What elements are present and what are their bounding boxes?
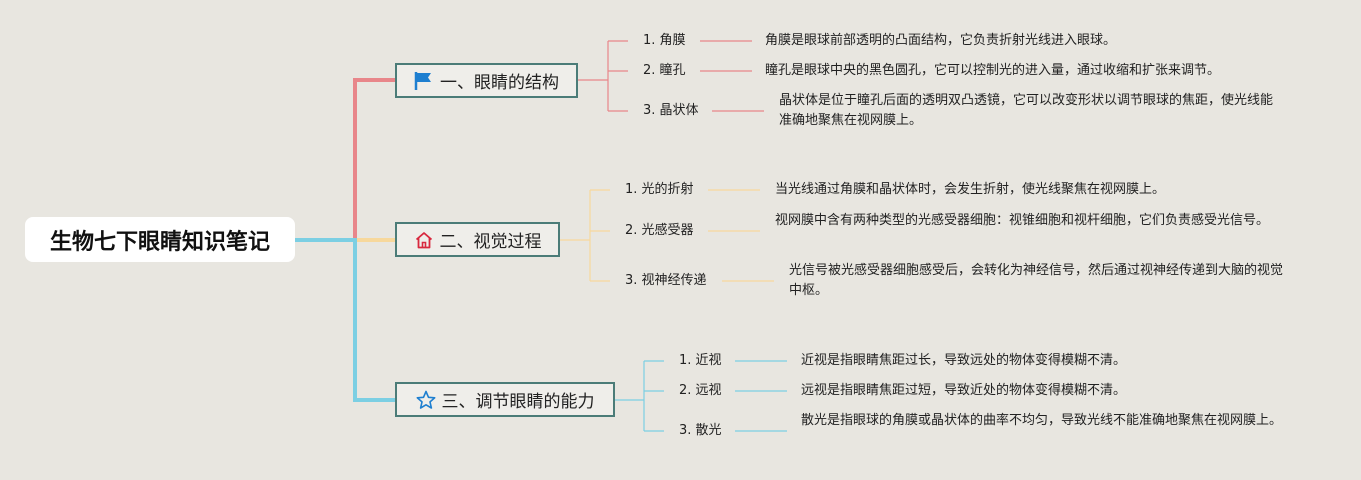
leaf-photoreceptor[interactable]: 2. 光感受器 xyxy=(625,223,694,238)
leaf-optic-nerve[interactable]: 3. 视神经传递 xyxy=(625,273,707,288)
leaf-myopia[interactable]: 1. 近视 xyxy=(679,353,722,368)
flag-icon xyxy=(414,71,434,91)
leaf-lens[interactable]: 3. 晶状体 xyxy=(643,103,699,118)
home-icon xyxy=(414,230,434,250)
leaf-cornea[interactable]: 1. 角膜 xyxy=(643,33,686,48)
branch-label: 二、视觉过程 xyxy=(439,232,542,252)
root-to-branch-3-connector xyxy=(295,238,395,402)
branch-visual-process[interactable]: 二、视觉过程 xyxy=(395,222,560,257)
branch-eye-structure[interactable]: 一、眼睛的结构 xyxy=(395,63,578,98)
branch-1-desc-connector xyxy=(700,40,764,112)
star-icon xyxy=(416,390,436,410)
leaf-refraction[interactable]: 1. 光的折射 xyxy=(625,182,694,197)
leaf-pupil[interactable]: 2. 瞳孔 xyxy=(643,63,686,78)
desc-lens: 晶状体是位于瞳孔后面的透明双凸透镜，它可以改变形状以调节眼球的焦距，使光线能准确… xyxy=(779,93,1274,128)
desc-optic-nerve: 光信号被光感受器细胞感受后，会转化为神经信号，然后通过视神经传递到大脑的视觉中枢… xyxy=(789,263,1284,298)
branch-3-desc-connector xyxy=(735,360,787,432)
desc-hyperopia: 远视是指眼睛焦距过短，导致近处的物体变得模糊不清。 xyxy=(801,383,1127,398)
leaf-astigmatism[interactable]: 3. 散光 xyxy=(679,423,722,438)
desc-astigmatism: 散光是指眼球的角膜或晶状体的曲率不均匀，导致光线不能准确地聚焦在视网膜上。 xyxy=(801,413,1283,428)
root-to-branch-1-connector xyxy=(295,78,395,242)
branch-1-leaf-connector xyxy=(578,40,628,112)
branch-label: 一、眼睛的结构 xyxy=(440,73,559,93)
desc-cornea: 角膜是眼球前部透明的凸面结构，它负责折射光线进入眼球。 xyxy=(765,33,1117,48)
desc-pupil: 瞳孔是眼球中央的黑色圆孔，它可以控制光的进入量，通过收缩和扩张来调节。 xyxy=(765,63,1221,78)
desc-myopia: 近视是指眼睛焦距过长，导致远处的物体变得模糊不清。 xyxy=(801,353,1127,368)
branch-2-desc-connector xyxy=(708,189,774,282)
root-title: 生物七下眼睛知识笔记 xyxy=(49,229,270,255)
branch-eye-adjustment[interactable]: 三、调节眼睛的能力 xyxy=(395,382,615,417)
root-topic[interactable]: 生物七下眼睛知识笔记 xyxy=(25,217,295,262)
desc-photoreceptor: 视网膜中含有两种类型的光感受器细胞：视锥细胞和视杆细胞，它们负责感受光信号。 xyxy=(775,213,1270,228)
branch-label: 三、调节眼睛的能力 xyxy=(441,392,595,412)
desc-refraction: 当光线通过角膜和晶状体时，会发生折射，使光线聚焦在视网膜上。 xyxy=(775,182,1166,197)
branch-2-leaf-connector xyxy=(560,189,610,282)
branch-3-leaf-connector xyxy=(614,360,664,432)
leaf-hyperopia[interactable]: 2. 远视 xyxy=(679,383,722,398)
